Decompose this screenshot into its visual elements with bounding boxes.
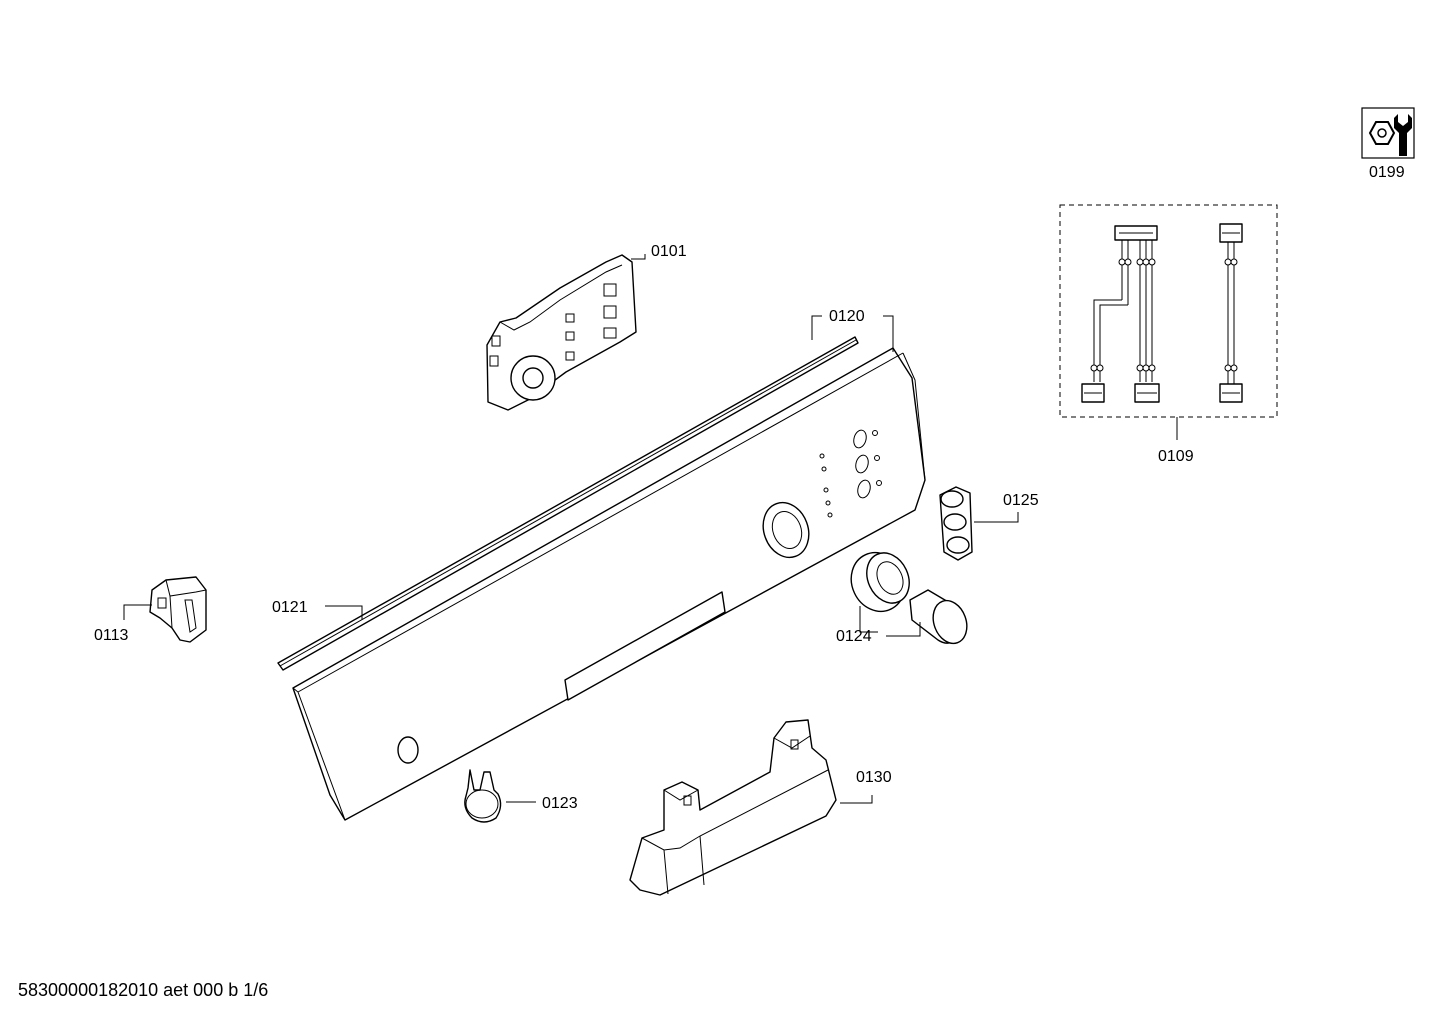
control-module bbox=[486, 254, 637, 411]
label-0130: 0130 bbox=[856, 769, 892, 786]
push-buttons bbox=[939, 486, 973, 561]
mounting-bracket bbox=[629, 719, 837, 896]
wiring-harness-group bbox=[1059, 204, 1278, 418]
label-0123: 0123 bbox=[542, 795, 578, 812]
label-0124: 0124 bbox=[836, 628, 872, 645]
label-0113: 0113 bbox=[94, 627, 129, 644]
document-footer: 58300000182010 aet 000 b 1/6 bbox=[18, 980, 269, 1000]
label-0109: 0109 bbox=[1158, 448, 1194, 465]
label-0125: 0125 bbox=[1003, 492, 1039, 509]
trim-strip bbox=[277, 336, 859, 671]
label-0120: 0120 bbox=[829, 308, 865, 325]
small-bracket bbox=[149, 576, 207, 643]
control-panel-fascia bbox=[292, 347, 926, 821]
program-knob bbox=[850, 551, 968, 645]
label-0121: 0121 bbox=[272, 599, 308, 616]
wrench-nut-icon bbox=[1361, 107, 1415, 159]
label-0101: 0101 bbox=[651, 243, 687, 260]
on-off-button bbox=[464, 769, 502, 823]
label-0199: 0199 bbox=[1369, 164, 1405, 181]
